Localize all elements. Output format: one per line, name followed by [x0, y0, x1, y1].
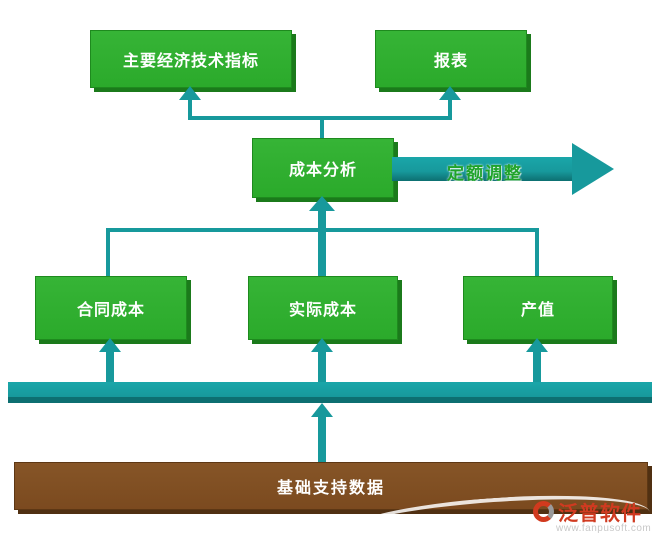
- box-output-value: 产值: [463, 276, 613, 340]
- arrowhead-to-cost-analysis: [309, 196, 335, 211]
- connector-actual-to-analysis: [318, 210, 326, 276]
- box-cost-analysis-label: 成本分析: [288, 162, 357, 179]
- connector-middle-horizontal: [108, 228, 539, 232]
- box-report-label: 报表: [433, 53, 468, 70]
- connector-bus-contract: [106, 351, 114, 382]
- connector-bus-output: [533, 351, 541, 382]
- flow-arrow-head: [572, 143, 614, 195]
- flow-arrow-body: [392, 157, 572, 181]
- bus-bar-shadow: [8, 397, 652, 403]
- arrowhead-to-indicators: [179, 86, 201, 100]
- box-main-indicators-label: 主要经济技术指标: [122, 53, 259, 70]
- box-report: 报表: [375, 30, 527, 88]
- box-actual-cost-label: 实际成本: [288, 302, 357, 319]
- arrowhead-to-actual: [311, 338, 333, 352]
- connector-output-vertical: [535, 228, 539, 276]
- watermark: 泛普软件: [533, 497, 642, 526]
- box-contract-cost: 合同成本: [35, 276, 187, 340]
- bus-bar: [8, 382, 652, 397]
- box-actual-cost: 实际成本: [248, 276, 398, 340]
- connector-bus-actual: [318, 351, 326, 382]
- connector-base-bus: [318, 416, 326, 462]
- connector-cost-analysis-stub: [320, 116, 324, 140]
- connector-report-vertical: [448, 99, 452, 118]
- box-contract-cost-label: 合同成本: [76, 302, 145, 319]
- connector-indicators-vertical: [188, 99, 192, 118]
- watermark-url: www.fanpusoft.com: [556, 523, 652, 534]
- arrowhead-to-report: [439, 86, 461, 100]
- arrowhead-to-output: [526, 338, 548, 352]
- box-base-data: 基础支持数据: [14, 462, 648, 510]
- arrowhead-to-bus: [311, 403, 333, 417]
- arrowhead-to-contract: [99, 338, 121, 352]
- box-base-data-label: 基础支持数据: [276, 480, 385, 497]
- fanpu-logo-icon: [533, 501, 554, 522]
- watermark-brand: 泛普软件: [558, 503, 642, 525]
- box-output-value-label: 产值: [520, 302, 555, 319]
- flow-arrow-label: 定额调整: [447, 164, 523, 183]
- connector-contract-vertical: [106, 228, 110, 276]
- box-cost-analysis: 成本分析: [252, 138, 394, 198]
- box-main-indicators: 主要经济技术指标: [90, 30, 292, 88]
